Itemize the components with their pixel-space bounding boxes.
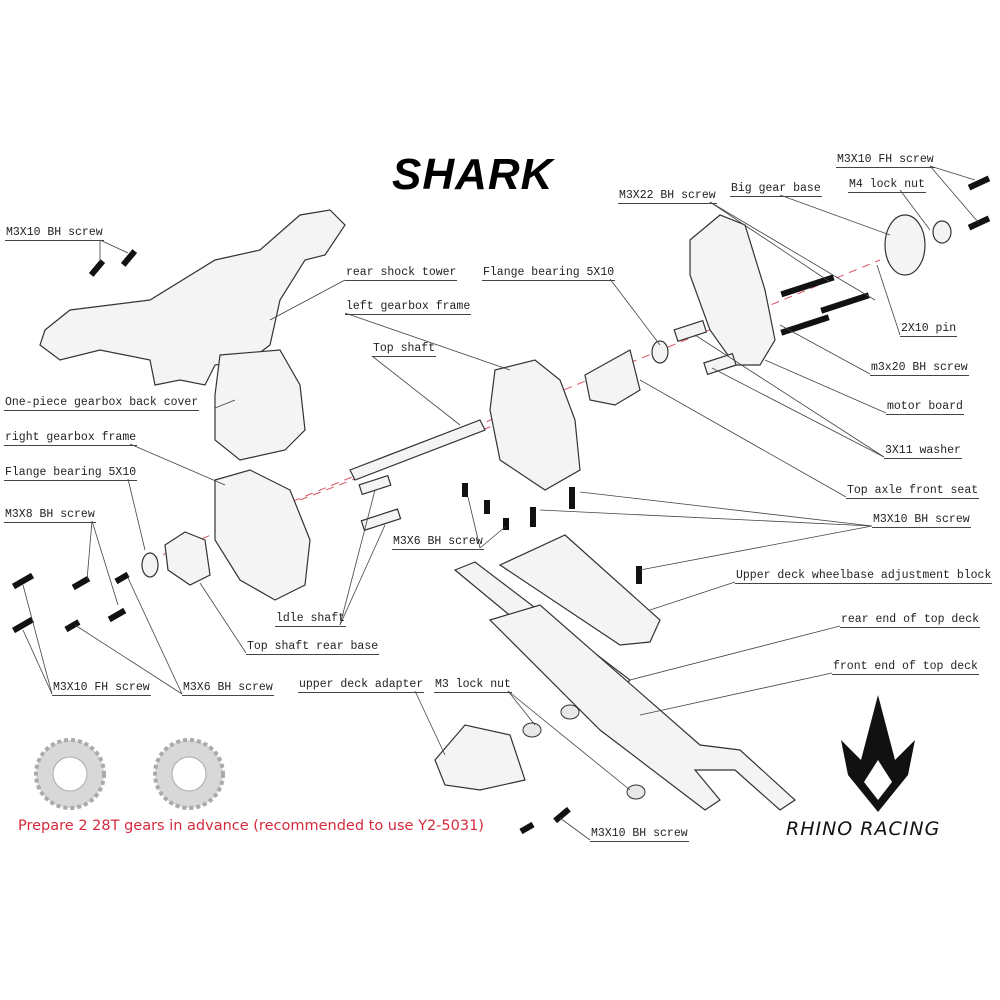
- label-top-axle-front-seat: Top axle front seat: [846, 484, 980, 499]
- label-m3-lock-nut: M3 lock nut: [434, 678, 512, 693]
- flange-bearing-left: [141, 552, 159, 578]
- label-wheelbase-adjustment-block: Upper deck wheelbase adjustment block: [735, 569, 993, 584]
- label-gearbox-back-cover: One-piece gearbox back cover: [4, 396, 200, 411]
- idle-shaft-2: [360, 508, 402, 532]
- wheelbase-adjustment-block: [498, 534, 661, 646]
- idle-shaft-1: [358, 474, 392, 496]
- label-m3x10-fh-screw-right: M3X10 FH screw: [836, 153, 935, 168]
- label-flange-bearing: Flange bearing 5X10: [482, 266, 616, 281]
- gear-28t-illustrations: [34, 738, 225, 810]
- top-axle-front-seat: [584, 349, 641, 406]
- label-big-gear-base: Big gear base: [730, 182, 822, 197]
- gearbox-back-cover: [214, 349, 306, 461]
- label-m3x10-bh-screw: M3X10 BH screw: [5, 226, 104, 241]
- label-m3x10-bh-screw-bottom: M3X10 BH screw: [590, 827, 689, 842]
- label-front-end-top-deck: front end of top deck: [832, 660, 979, 675]
- label-top-shaft-rear-base: Top shaft rear base: [246, 640, 380, 655]
- right-gearbox-frame: [214, 469, 311, 601]
- top-shaft: [349, 419, 486, 481]
- label-m3x8-bh-screw: M3X8 BH screw: [4, 508, 96, 523]
- front-end-top-deck: [488, 604, 796, 811]
- label-left-gearbox-frame: left gearbox frame: [345, 300, 472, 315]
- label-2x10-pin: 2X10 pin: [900, 322, 958, 337]
- rhino-logo-mark: [841, 695, 915, 812]
- m4-lock-nut: [932, 220, 952, 244]
- label-m3x6-bh-screw-center: M3X6 BH screw: [392, 535, 484, 550]
- screws: [11, 175, 991, 835]
- label-m3x6-bh-screw-left: M3X6 BH screw: [182, 681, 274, 696]
- leader-lines: [22, 165, 979, 841]
- label-motor-board: motor board: [886, 400, 964, 415]
- flange-bearing-top: [651, 340, 669, 364]
- rear-shock-tower: [39, 209, 346, 386]
- washer-2: [703, 352, 737, 376]
- brand-logo-text: RHINO RACING: [786, 818, 941, 840]
- motor-board: [689, 214, 776, 366]
- label-upper-deck-adapter: upper deck adapter: [298, 678, 425, 693]
- upper-deck-adapter: [434, 724, 526, 791]
- label-m3x10-fh-screw-left: M3X10 FH screw: [52, 681, 151, 696]
- product-title: SHARK: [392, 150, 554, 199]
- top-shaft-rear-base: [164, 531, 211, 586]
- washer-1: [673, 319, 708, 343]
- label-m3x22-bh-screw: M3X22 BH screw: [618, 189, 717, 204]
- label-rear-shock-tower: rear shock tower: [345, 266, 458, 281]
- big-gear-base: [884, 214, 926, 276]
- label-idle-shaft: ldle shaft: [275, 612, 347, 627]
- label-m4-lock-nut: M4 lock nut: [848, 178, 926, 193]
- label-right-gearbox-frame: right gearbox frame: [4, 431, 138, 446]
- label-rear-end-top-deck: rear end of top deck: [840, 613, 981, 628]
- gear-preparation-note: Prepare 2 28T gears in advance (recommen…: [18, 818, 484, 834]
- label-top-shaft: Top shaft: [372, 342, 437, 357]
- label-3x11-washer: 3X11 washer: [884, 444, 962, 459]
- label-flange-bearing-left: Flange bearing 5X10: [4, 466, 138, 481]
- label-m3x20-bh-screw: m3x20 BH screw: [870, 361, 969, 376]
- left-gearbox-frame: [489, 359, 581, 491]
- lock-nuts: [522, 704, 646, 800]
- label-m3x10-bh-screw-right: M3X10 BH screw: [872, 513, 971, 528]
